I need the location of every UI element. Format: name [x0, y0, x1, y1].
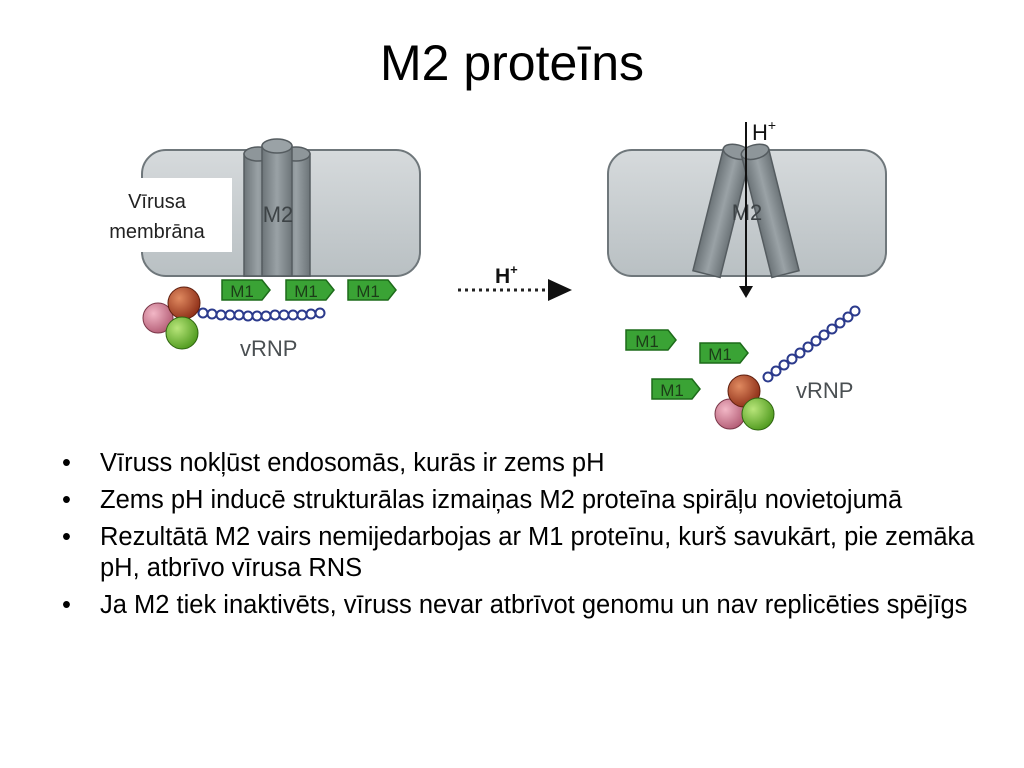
bullet-text: Ja M2 tiek inaktivēts, vīruss nevar atbr…: [100, 591, 968, 619]
m1-protein: M1: [699, 342, 749, 364]
m2-channel-open: M2: [692, 143, 800, 279]
membrane-label-line2: membrāna: [109, 221, 205, 243]
m1-protein: M1: [285, 279, 335, 301]
vrnp-label-right: vRNP: [796, 378, 853, 403]
m1-label: M1: [356, 282, 380, 301]
bullet-dot: •: [62, 523, 71, 551]
bullet-list: • Vīruss nokļūst endosomās, kurās ir zems…: [60, 448, 980, 627]
proton-label-top: H+: [752, 117, 776, 145]
polymerase-complex-right: [714, 374, 775, 431]
m1-protein: M1: [651, 378, 701, 400]
m1-label: M1: [708, 345, 732, 364]
bullet-text: Rezultātā M2 vairs nemijedarbojas ar M1 …: [100, 523, 975, 582]
rna-chain-left: [197, 307, 326, 322]
membrane-label-box: Vīrusa membrāna: [100, 178, 232, 252]
bullet-text: Zems pH inducē strukturālas izmaiņas M2 …: [100, 486, 903, 514]
proton-path-arrow: H+: [739, 117, 776, 298]
m1-protein: M1: [347, 279, 397, 301]
m1-label: M1: [635, 332, 659, 351]
m1-label: M1: [660, 381, 684, 400]
bullet-item: • Rezultātā M2 vairs nemijedarbojas ar M1…: [60, 522, 980, 584]
membrane-label-line1: Vīrusa: [128, 191, 187, 213]
bullet-text: Vīruss nokļūst endosomās, kurās ir zems …: [100, 449, 605, 477]
m1-protein: M1: [625, 329, 677, 351]
polymerase-complex-left: [142, 286, 201, 350]
bullet-dot: •: [62, 486, 71, 514]
open-state-panel: M2 H+ M1 M1 M1: [607, 117, 887, 431]
proton-label-center: H+: [495, 262, 518, 288]
bullet-item: • Zems pH inducē strukturālas izmaiņas M2…: [60, 485, 980, 516]
vrnp-label-left: vRNP: [240, 336, 297, 361]
m1-protein: M1: [221, 279, 271, 301]
m2-protein-diagram: M2 M1 M1 M1 vRNP: [100, 117, 887, 431]
m2-label-left: M2: [263, 202, 294, 227]
bullet-dot: •: [62, 591, 71, 619]
rna-chain-right: [762, 305, 861, 383]
bullet-item: • Vīruss nokļūst endosomās, kurās ir zems…: [60, 448, 980, 479]
m1-label: M1: [294, 282, 318, 301]
bullet-item: • Ja M2 tiek inaktivēts, vīruss nevar atb…: [60, 590, 980, 621]
m1-label: M1: [230, 282, 254, 301]
slide-title: M2 proteīns: [379, 35, 644, 91]
proton-influx-arrow: H+: [458, 262, 572, 301]
bullet-dot: •: [62, 449, 71, 477]
m2-channel-closed: M2: [243, 138, 311, 277]
